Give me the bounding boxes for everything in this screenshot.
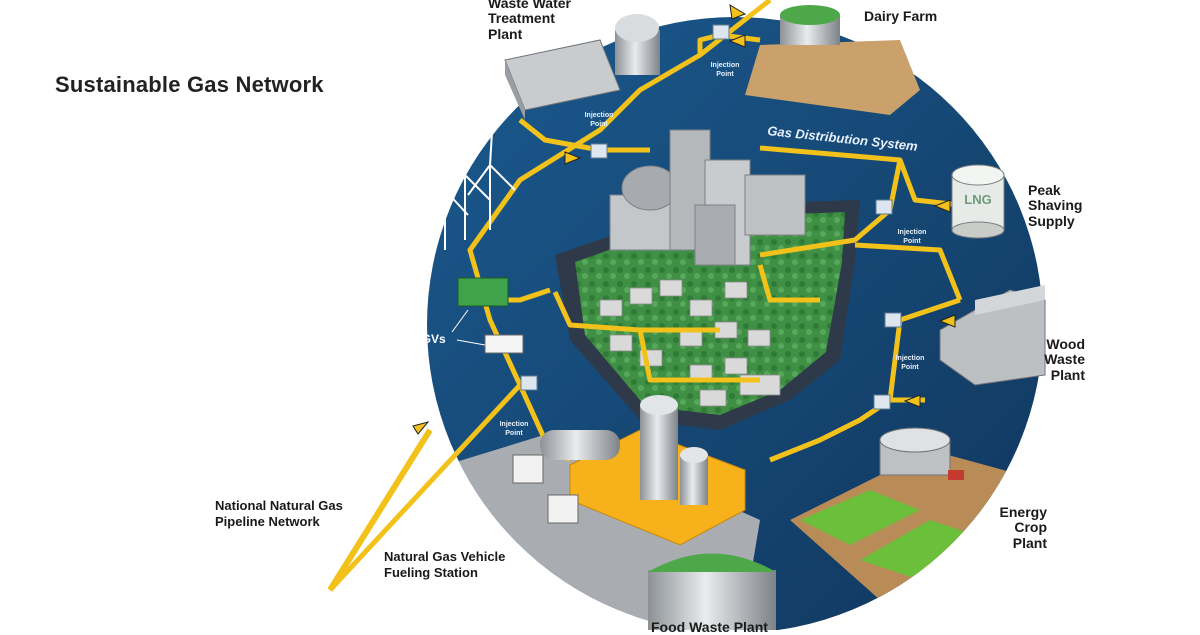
vehicles bbox=[457, 277, 579, 524]
label-dairy-farm: Dairy Farm bbox=[864, 8, 938, 24]
lng-text: LNG bbox=[964, 192, 991, 207]
crop-green-2 bbox=[860, 520, 990, 580]
injection-point-markers bbox=[520, 24, 902, 410]
industrial-complex bbox=[609, 129, 806, 266]
ngvs-pointer bbox=[456, 339, 486, 346]
waste-water-plant bbox=[504, 14, 660, 120]
wind-turbines bbox=[421, 131, 516, 250]
wood-waste-plant bbox=[939, 285, 1046, 386]
lng-tank: LNG bbox=[951, 164, 1005, 239]
ngvs-pointer-2 bbox=[451, 309, 469, 333]
national-pipeline bbox=[327, 428, 433, 592]
food-waste-tank bbox=[648, 553, 776, 630]
label-food-waste-plant: Food Waste Plant bbox=[651, 619, 768, 635]
dairy-farm bbox=[745, 5, 920, 115]
flow-arrows bbox=[412, 4, 956, 435]
crop-green-1 bbox=[800, 490, 920, 545]
energy-crop-barn bbox=[879, 427, 964, 480]
gas-pipes bbox=[328, 0, 963, 592]
ngvs-label: NGVs bbox=[413, 332, 446, 346]
diagram-title: Sustainable Gas Network bbox=[55, 72, 324, 97]
